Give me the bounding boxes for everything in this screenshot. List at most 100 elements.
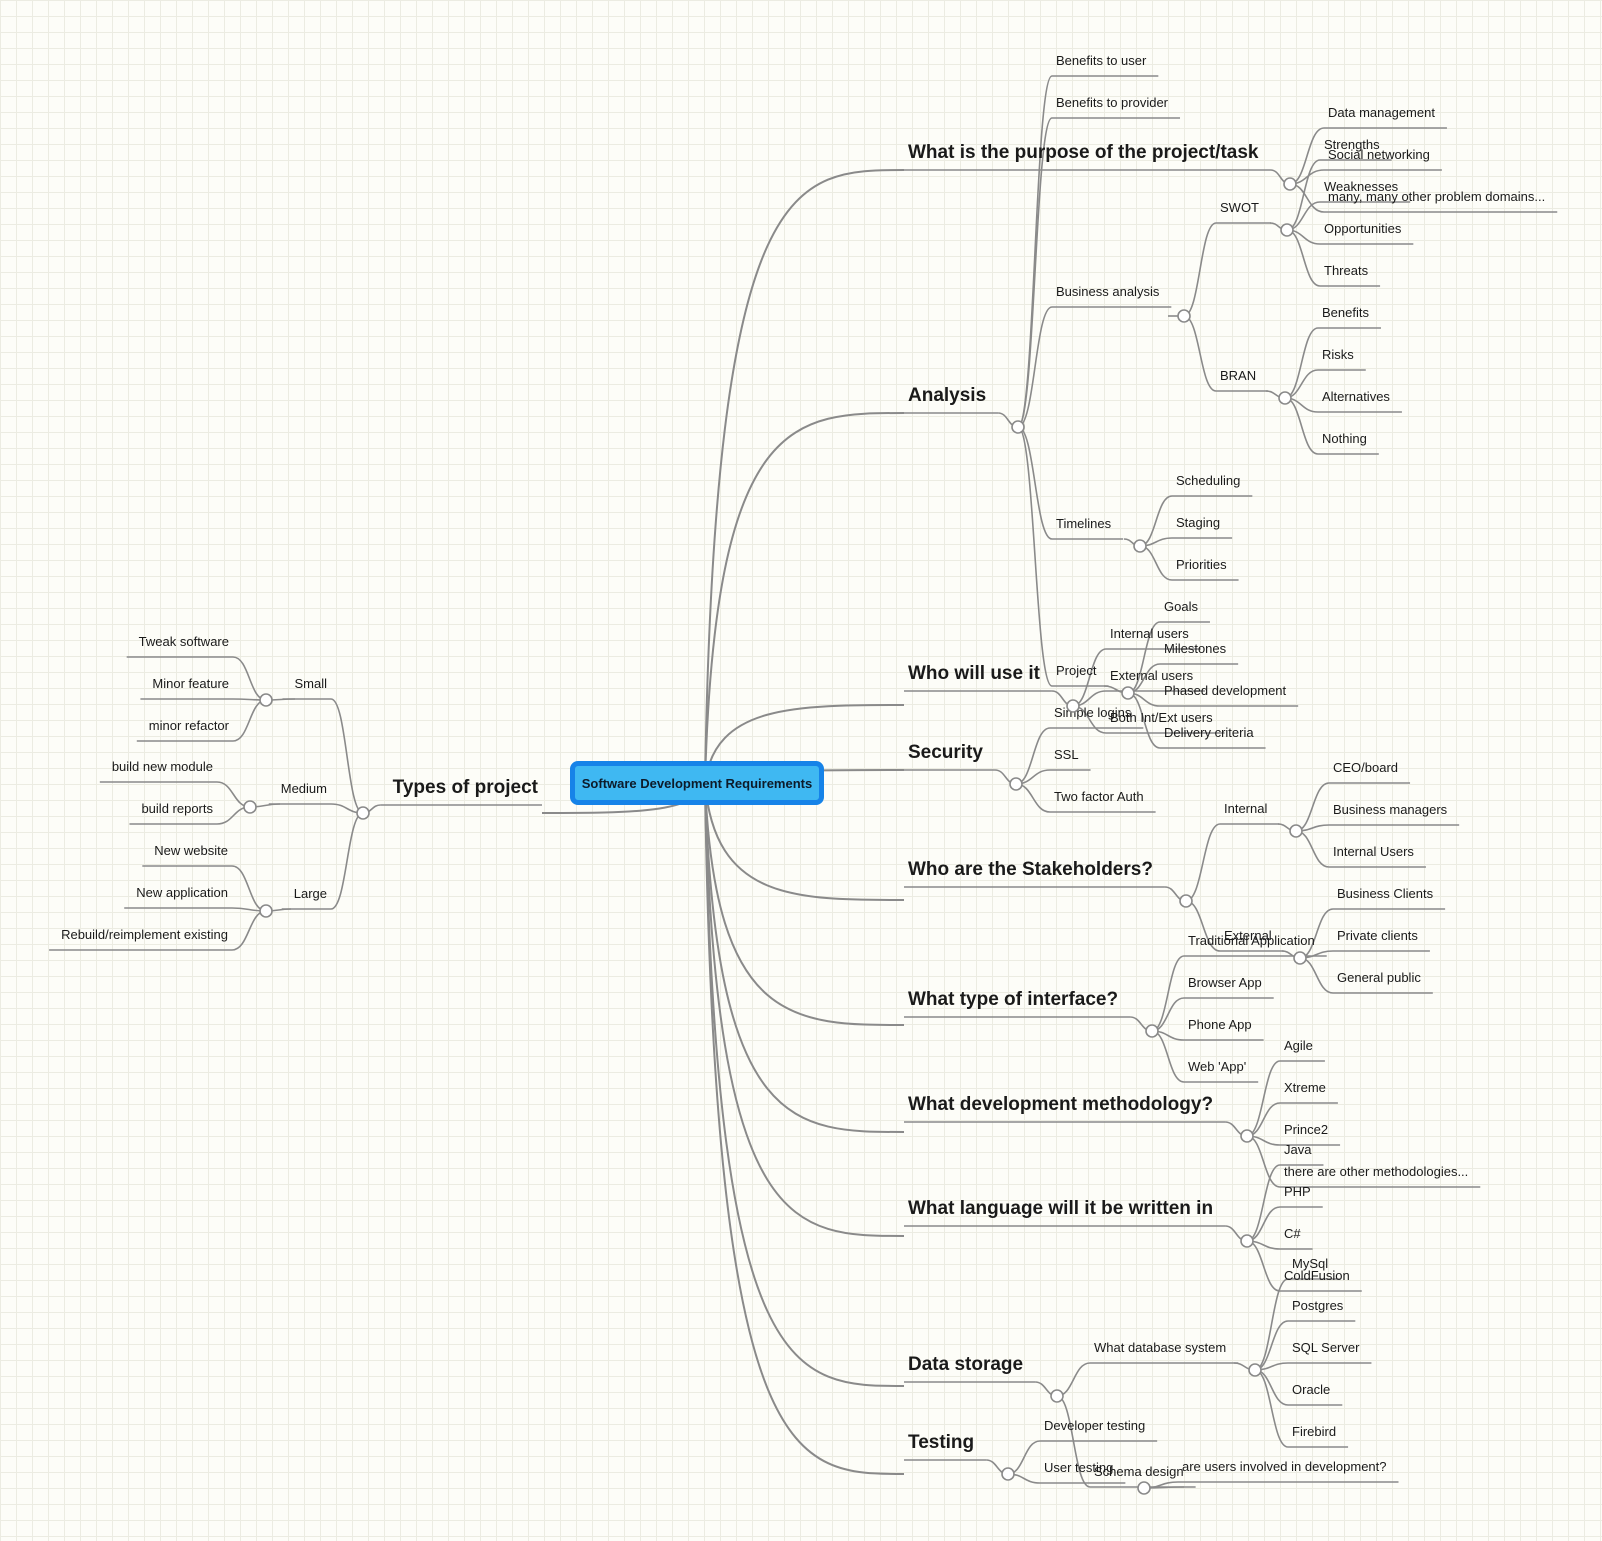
collapse-knob[interactable] [1280, 223, 1294, 237]
topic-data-management[interactable]: Data management [1328, 105, 1435, 120]
topic-new-website[interactable]: New website [154, 843, 228, 858]
collapse-knob[interactable] [1177, 309, 1191, 323]
topic-alternatives[interactable]: Alternatives [1322, 389, 1390, 404]
topic-strengths[interactable]: Strengths [1324, 137, 1380, 152]
topic-social-networking[interactable]: Social networking [1328, 147, 1430, 162]
collapse-knob[interactable] [1011, 420, 1025, 434]
topic-ceo-board[interactable]: CEO/board [1333, 760, 1398, 775]
topic-what-is-the-purpose-of-the-project-task[interactable]: What is the purpose of the project/task [908, 142, 1259, 163]
topic-c[interactable]: C# [1284, 1226, 1301, 1241]
topic-opportunities[interactable]: Opportunities [1324, 221, 1402, 236]
topic-ssl[interactable]: SSL [1054, 747, 1079, 762]
topic-minor-refactor[interactable]: minor refactor [149, 718, 230, 733]
topic-minor-feature[interactable]: Minor feature [152, 676, 229, 691]
topic-goals[interactable]: Goals [1164, 599, 1198, 614]
collapse-knob[interactable] [1248, 1363, 1262, 1377]
topic-web-app[interactable]: Web 'App' [1188, 1059, 1246, 1074]
topic-what-development-methodology[interactable]: What development methodology? [908, 1094, 1213, 1115]
collapse-knob[interactable] [243, 800, 257, 814]
topic-mysql[interactable]: MySql [1292, 1256, 1328, 1271]
collapse-knob[interactable] [1289, 824, 1303, 838]
topic-coldfusion[interactable]: ColdFusion [1284, 1268, 1350, 1283]
topic-security[interactable]: Security [908, 742, 983, 763]
topic-benefits-to-provider[interactable]: Benefits to provider [1056, 95, 1169, 110]
collapse-knob[interactable] [1137, 1481, 1151, 1495]
topic-xtreme[interactable]: Xtreme [1284, 1080, 1326, 1095]
topic-benefits-to-user[interactable]: Benefits to user [1056, 53, 1147, 68]
topic-who-are-the-stakeholders[interactable]: Who are the Stakeholders? [908, 859, 1153, 880]
root-topic[interactable]: Software Development Requirements [570, 761, 824, 805]
topic-milestones[interactable]: Milestones [1164, 641, 1227, 656]
topic-prince2[interactable]: Prince2 [1284, 1122, 1328, 1137]
topic-external[interactable]: External [1224, 928, 1272, 943]
collapse-knob[interactable] [1293, 951, 1307, 965]
topic-sql-server[interactable]: SQL Server [1292, 1340, 1360, 1355]
topic-small[interactable]: Small [294, 676, 327, 691]
topic-what-language-will-it-be-written-in[interactable]: What language will it be written in [908, 1198, 1213, 1219]
topic-medium[interactable]: Medium [281, 781, 327, 796]
topic-what-database-system[interactable]: What database system [1094, 1340, 1226, 1355]
collapse-knob[interactable] [1133, 539, 1147, 553]
collapse-knob[interactable] [356, 806, 370, 820]
topic-browser-app[interactable]: Browser App [1188, 975, 1262, 990]
collapse-knob[interactable] [1001, 1467, 1015, 1481]
topic-bran[interactable]: BRAN [1220, 368, 1256, 383]
topic-large[interactable]: Large [294, 886, 327, 901]
topic-traditional-application[interactable]: Traditional Application [1188, 933, 1315, 948]
topic-swot[interactable]: SWOT [1220, 200, 1259, 215]
collapse-knob[interactable] [1050, 1389, 1064, 1403]
collapse-knob[interactable] [1240, 1234, 1254, 1248]
topic-developer-testing[interactable]: Developer testing [1044, 1418, 1145, 1433]
collapse-knob[interactable] [259, 693, 273, 707]
topic-general-public[interactable]: General public [1337, 970, 1421, 985]
collapse-knob[interactable] [1009, 777, 1023, 791]
topic-firebird[interactable]: Firebird [1292, 1424, 1336, 1439]
topic-build-new-module[interactable]: build new module [112, 759, 213, 774]
topic-who-will-use-it[interactable]: Who will use it [908, 663, 1041, 684]
collapse-knob[interactable] [1179, 894, 1193, 908]
topic-agile[interactable]: Agile [1284, 1038, 1313, 1053]
topic-java[interactable]: Java [1284, 1142, 1312, 1157]
topic-timelines[interactable]: Timelines [1056, 516, 1112, 531]
topic-simple-logins[interactable]: Simple logins [1054, 705, 1132, 720]
collapse-knob[interactable] [1066, 699, 1080, 713]
topic-internal-users[interactable]: Internal Users [1333, 844, 1414, 859]
topic-build-reports[interactable]: build reports [141, 801, 213, 816]
topic-user-testing[interactable]: User testing [1044, 1460, 1113, 1475]
topic-both-int-ext-users[interactable]: Both Int/Ext users [1110, 710, 1213, 725]
topic-internal-users[interactable]: Internal users [1110, 626, 1189, 641]
topic-nothing[interactable]: Nothing [1322, 431, 1367, 446]
topic-scheduling[interactable]: Scheduling [1176, 473, 1240, 488]
topic-two-factor-auth[interactable]: Two factor Auth [1054, 789, 1144, 804]
topic-delivery-criteria[interactable]: Delivery criteria [1164, 725, 1254, 740]
topic-business-analysis[interactable]: Business analysis [1056, 284, 1160, 299]
topic-testing[interactable]: Testing [908, 1432, 974, 1453]
collapse-knob[interactable] [1283, 177, 1297, 191]
topic-tweak-software[interactable]: Tweak software [139, 634, 229, 649]
topic-data-storage[interactable]: Data storage [908, 1354, 1023, 1375]
topic-project[interactable]: Project [1056, 663, 1097, 678]
topic-risks[interactable]: Risks [1322, 347, 1354, 362]
collapse-knob[interactable] [1145, 1024, 1159, 1038]
topic-schema-design[interactable]: Schema design [1094, 1464, 1184, 1479]
collapse-knob[interactable] [1278, 391, 1292, 405]
topic-analysis[interactable]: Analysis [908, 385, 986, 406]
topic-phased-development[interactable]: Phased development [1164, 683, 1287, 698]
topic-are-users-involved-in-development[interactable]: are users involved in development? [1182, 1459, 1387, 1474]
collapse-knob[interactable] [1121, 686, 1135, 700]
topic-private-clients[interactable]: Private clients [1337, 928, 1418, 943]
topic-types-of-project[interactable]: Types of project [393, 777, 539, 798]
topic-threats[interactable]: Threats [1324, 263, 1369, 278]
topic-priorities[interactable]: Priorities [1176, 557, 1227, 572]
topic-new-application[interactable]: New application [136, 885, 228, 900]
topic-what-type-of-interface[interactable]: What type of interface? [908, 989, 1118, 1010]
collapse-knob[interactable] [259, 904, 273, 918]
collapse-knob[interactable] [1240, 1129, 1254, 1143]
topic-staging[interactable]: Staging [1176, 515, 1220, 530]
topic-business-managers[interactable]: Business managers [1333, 802, 1448, 817]
topic-external-users[interactable]: External users [1110, 668, 1194, 683]
topic-phone-app[interactable]: Phone App [1188, 1017, 1252, 1032]
topic-oracle[interactable]: Oracle [1292, 1382, 1330, 1397]
topic-business-clients[interactable]: Business Clients [1337, 886, 1434, 901]
topic-postgres[interactable]: Postgres [1292, 1298, 1344, 1313]
